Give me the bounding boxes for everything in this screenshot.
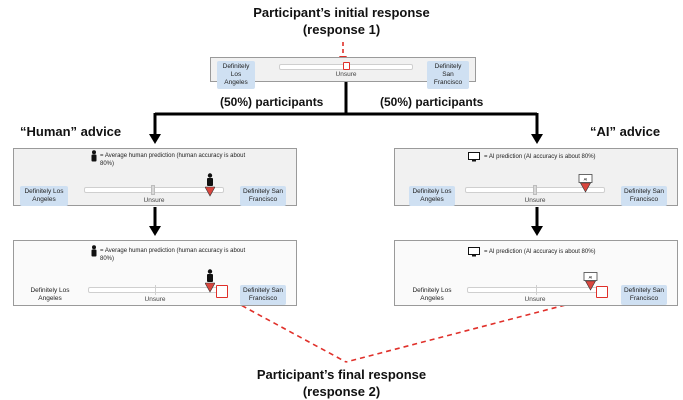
ai-final-response-marker[interactable] — [596, 286, 608, 298]
human-advice-title: “Human” advice — [20, 124, 122, 139]
human-advice-marker-icon — [205, 173, 215, 197]
ai-final-legend: = AI prediction (AI accuracy is about 80… — [484, 249, 596, 255]
human2-left-label[interactable]: Definitely Los Angeles — [30, 287, 70, 302]
human1-left-chip[interactable]: Definitely Los Angeles — [20, 186, 68, 206]
ai-final-advice-marker-icon: AI — [583, 272, 598, 291]
ai-badge-text: AI — [589, 275, 593, 280]
initial-response-title: Participant’s initial response — [253, 5, 430, 20]
human-advice-panel: = Average human prediction (human accura… — [13, 148, 297, 206]
initial-response-marker[interactable] — [343, 62, 350, 70]
ai-final-panel: = AI prediction (AI accuracy is about 80… — [394, 240, 678, 306]
ai-monitor-icon — [468, 152, 480, 162]
final-dashed-left — [225, 296, 347, 363]
human1-right-chip[interactable]: Definitely San Francisco — [240, 186, 286, 206]
person-icon — [91, 245, 97, 257]
ai2-left-label[interactable]: Definitely Los Angeles — [412, 287, 452, 302]
human2-midpoint-tick — [155, 285, 156, 295]
human-final-panel: = Average human prediction (human accura… — [13, 240, 297, 306]
left-branch-arrowhead — [149, 134, 161, 144]
ai-down-arrowhead — [531, 226, 543, 236]
human-final-legend: = Average human prediction (human accura… — [100, 248, 246, 262]
human2-unsure-label: Unsure — [144, 296, 166, 303]
ai2-right-chip[interactable]: Definitely San Francisco — [621, 285, 667, 305]
initial-left-chip[interactable]: Definitely Los Angeles — [217, 61, 255, 89]
ai2-unsure-label: Unsure — [524, 296, 546, 303]
ai-advice-panel: = AI prediction (AI accuracy is about 80… — [394, 148, 678, 206]
human-legend: = Average human prediction (human accura… — [100, 153, 246, 167]
ai1-right-chip[interactable]: Definitely San Francisco — [621, 186, 667, 206]
ai-legend: = AI prediction (AI accuracy is about 80… — [484, 154, 596, 160]
human1-neutral-handle[interactable] — [151, 185, 155, 195]
initial-unsure-label: Unsure — [335, 71, 357, 78]
human-final-advice-marker-icon — [205, 269, 215, 293]
human2-right-chip[interactable]: Definitely San Francisco — [240, 285, 286, 305]
ai-advice-marker-icon: AI — [578, 174, 593, 193]
final-dashed-right — [345, 295, 601, 363]
ai-advice-title: “AI” advice — [590, 124, 661, 139]
ai1-left-chip[interactable]: Definitely Los Angeles — [409, 186, 455, 206]
right-branch-arrowhead — [531, 134, 543, 144]
initial-response-panel: Definitely Los Angeles Unsure Definitely… — [210, 57, 476, 89]
ai-monitor-icon — [468, 247, 480, 257]
final-response-heading: Participant’s final response (response 2… — [0, 366, 683, 400]
initial-right-chip[interactable]: Definitely San Francisco — [427, 61, 469, 89]
human1-unsure-label: Unsure — [143, 197, 165, 204]
person-icon — [91, 150, 97, 162]
ai-badge-text: AI — [584, 177, 588, 182]
split-label-left: (50%) participants — [220, 95, 324, 109]
initial-response-subtitle: (response 1) — [302, 22, 381, 37]
initial-response-heading: Participant’s initial response (response… — [0, 4, 683, 38]
split-label-right: (50%) participants — [380, 95, 484, 109]
final-response-subtitle: (response 2) — [302, 384, 381, 399]
human-final-response-marker[interactable] — [216, 285, 228, 298]
ai1-neutral-handle[interactable] — [533, 185, 537, 195]
final-response-title: Participant’s final response — [256, 367, 427, 382]
human-down-arrowhead — [149, 226, 161, 236]
ai1-unsure-label: Unsure — [524, 197, 546, 204]
ai2-midpoint-tick — [536, 285, 537, 295]
